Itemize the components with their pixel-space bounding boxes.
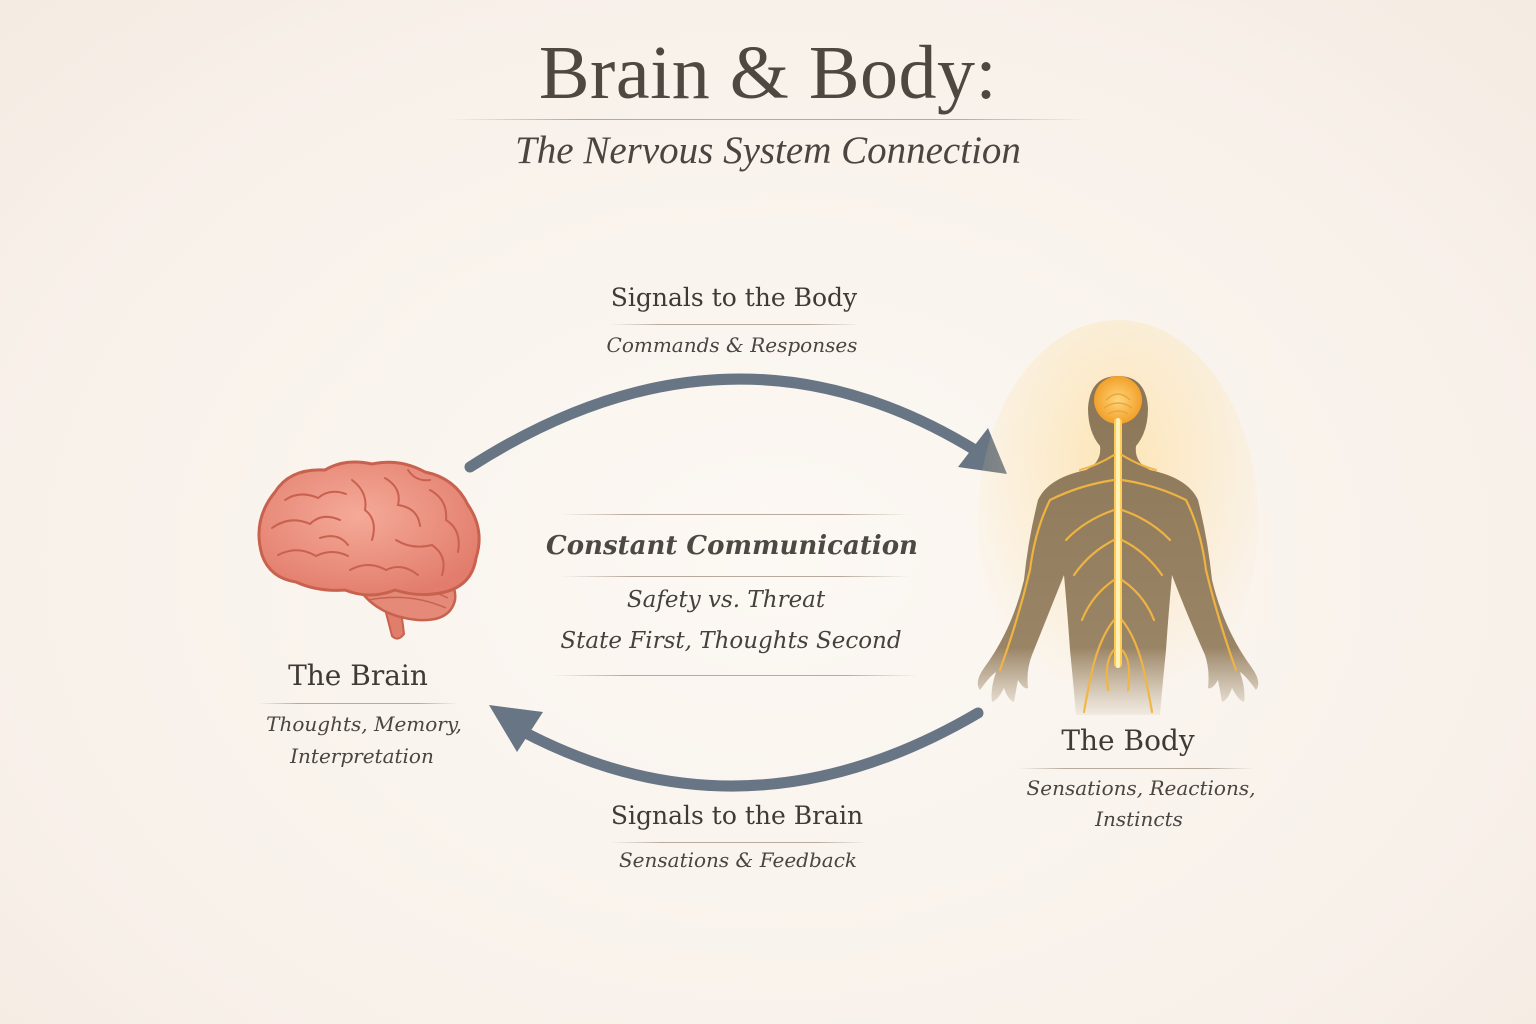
top-arrow-sublabel: Commands & Responses: [606, 333, 858, 357]
body-label: The Body: [1061, 724, 1195, 757]
body-desc-line-1: Sensations, Reactions,: [1026, 776, 1256, 800]
brain-illustration: [257, 460, 481, 640]
bottom-arrow-label: Signals to the Brain: [610, 801, 864, 830]
page-title: Brain & Body:: [538, 31, 998, 115]
center-top-divider: [560, 514, 910, 515]
center-title: Constant Communication: [546, 531, 918, 561]
center-mid-divider: [560, 576, 910, 577]
center-bottom-divider: [552, 675, 918, 676]
brain-desc-line-2: Interpretation: [290, 744, 434, 768]
brain-divider: [258, 703, 458, 704]
brain-desc-line-1: Thoughts, Memory,: [266, 712, 462, 736]
bottom-arrow-sublabel: Sensations & Feedback: [618, 848, 858, 872]
body-divider: [1018, 768, 1254, 769]
brain-label: The Brain: [288, 659, 428, 692]
body-illustration: [977, 320, 1259, 720]
bottom-arrow: [489, 705, 984, 792]
bottom-arrow-divider: [610, 842, 868, 843]
top-arrow: [464, 373, 1007, 474]
center-line-1: Safety vs. Threat: [626, 587, 826, 613]
page-subtitle: The Nervous System Connection: [515, 129, 1021, 172]
center-line-2: State First, Thoughts Second: [560, 628, 902, 654]
body-desc-line-2: Instincts: [1095, 807, 1183, 831]
top-arrow-label: Signals to the Body: [610, 283, 858, 312]
top-arrow-divider: [610, 324, 860, 325]
title-divider: [448, 119, 1088, 120]
